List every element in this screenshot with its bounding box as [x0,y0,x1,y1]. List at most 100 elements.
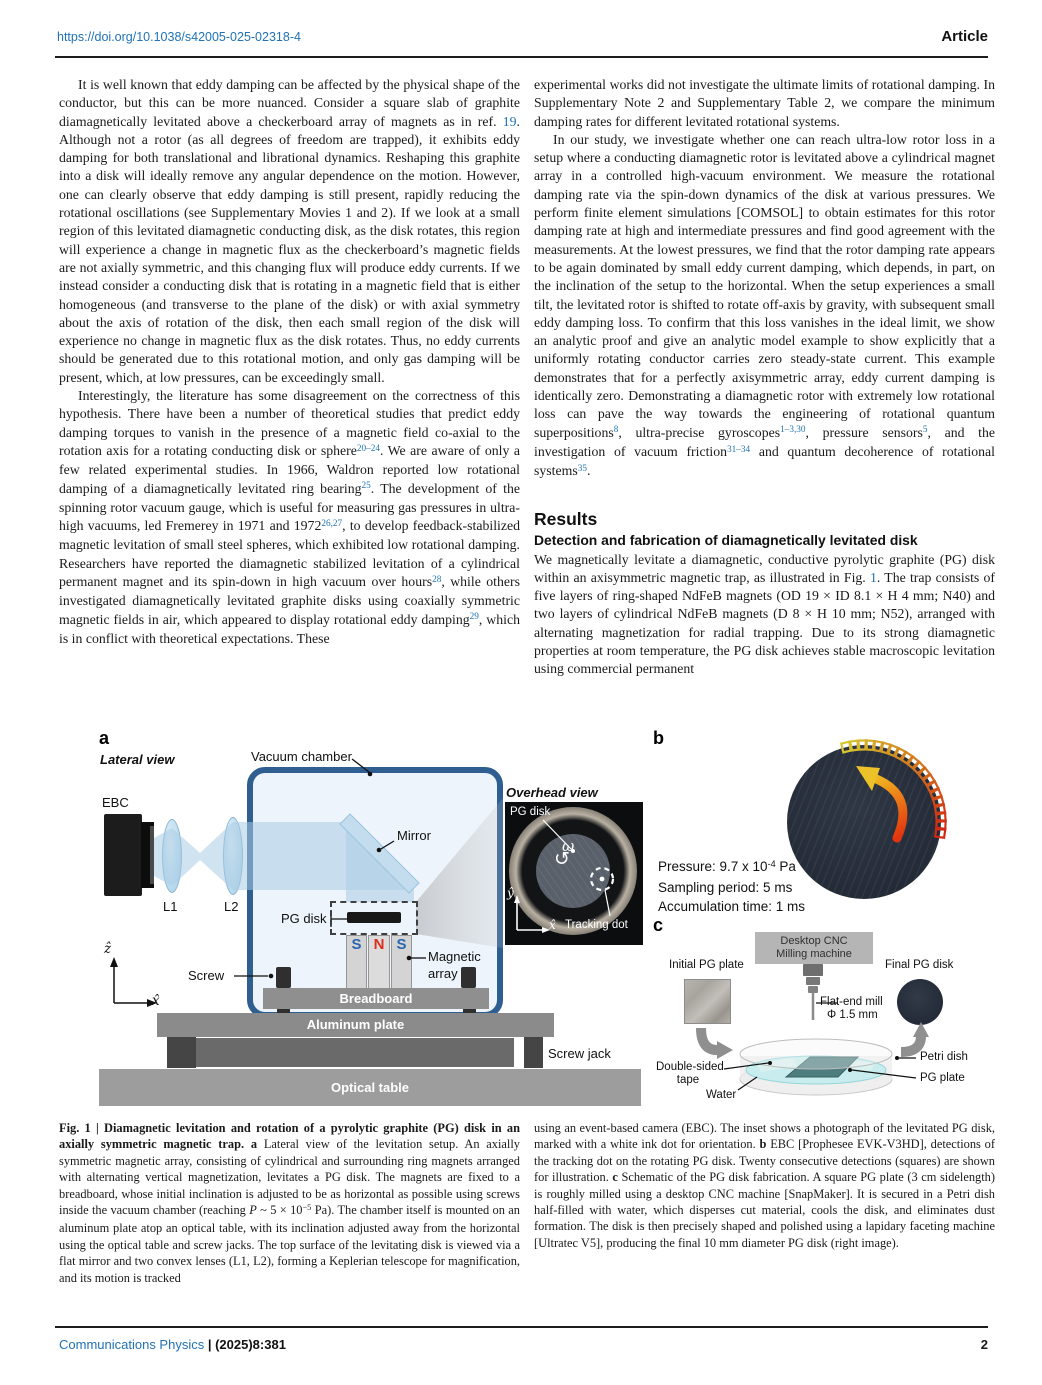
text-segment: . [586,463,591,479]
double-sided-tape-label-1: Double-sided [656,1061,724,1073]
inset-x-axis-label: x̂ [549,918,556,932]
lateral-view-title: Lateral view [100,752,175,767]
tracking-dot-label: Tracking dot [565,919,628,931]
accumulation-time-value: Accumulation time: 1 ms [658,899,806,914]
text-segment: Schematic of the PG disk fabrication. A … [534,1170,995,1250]
detection-square [925,779,941,795]
doi-link[interactable]: https://doi.org/10.1038/s42005-025-02318… [57,30,301,44]
reference-link[interactable]: 31–34 [727,443,751,454]
magnetic-array-label-1: Magnetic [428,949,481,964]
detection-square [931,794,946,809]
detection-square [848,739,861,752]
text-segment: experimental works did not investigate t… [534,77,995,129]
petri-dish-shape [739,1038,893,1096]
reference-link[interactable]: 26,27 [321,517,343,528]
text-segment: , while others investigated diamagnetica… [59,574,521,627]
reference-link[interactable]: 20–24 [356,442,380,453]
mirror-label: Mirror [397,828,431,843]
panel-a-axes [110,957,157,1007]
inset-overlay [514,819,615,933]
header-rule [55,56,988,58]
reference-link[interactable]: 1–3,30 [780,424,806,435]
initial-pg-plate-photo [684,979,731,1024]
screw-jack-label: Screw jack [548,1046,611,1061]
text-segment: . Although not a rotor (as all degrees o… [59,113,520,385]
pg-disk-dashed-box [330,901,418,935]
detection-square [935,819,947,831]
magnet-label-n: N [373,936,385,953]
pg-disk-label: PG disk [281,911,327,926]
reference-link[interactable]: 1 [869,569,877,585]
detection-square [839,740,854,754]
text-segment: , pressure sensors [805,424,923,440]
figure-caption-left: Fig. 1 | Diamagnetic levitation and rota… [59,1120,520,1286]
cnc-label-line2: Milling machine [776,948,852,960]
breadboard-label: Breadboard [339,991,413,1006]
pg-disk-bar [347,912,401,923]
text-segment: In our study, we investigate whether one… [534,131,995,440]
tape-strip-left [757,1058,797,1072]
ebc-camera-lens-front [150,826,154,884]
journal-link[interactable]: Communications Physics [59,1337,205,1352]
detection-square [864,739,877,752]
paragraph: We magnetically levitate a diamagnetic, … [534,551,995,679]
results-heading: Results [534,508,598,529]
footer-rule [55,1326,988,1328]
screw-label: Screw [188,968,225,983]
text-segment: Pressure: 9.7 x 10 [658,859,768,874]
final-pg-disk-photo [897,979,943,1025]
double-sided-tape-label-2: tape [676,1074,700,1086]
ebc-camera-body [104,814,142,896]
mill-diameter-label: Φ 1.5 mm [827,1009,878,1021]
results-subheading: Detection and fabrication of diamagnetic… [534,531,918,548]
levitated-disk [536,834,610,908]
paragraph: It is well known that eddy damping can b… [59,76,520,387]
page-number: 2 [980,1337,988,1352]
text-segment: , and the investigation of vacuum fricti… [534,424,995,459]
detection-square [898,750,915,766]
tracking-dot [599,876,605,882]
detection-square [871,739,885,753]
screw-jack-right [524,1037,543,1068]
reference-link[interactable]: 28 [432,573,442,584]
paragraph: Interestingly, the literature has some d… [59,387,520,648]
text-segment: . We are aware of only a few related exp… [59,442,520,496]
inset-axes [514,895,550,933]
final-pg-disk-label: Final PG disk [885,959,954,971]
gray-projection-beam [416,798,503,948]
breadboard-shape: Breadboard [263,988,489,1009]
mirror-shape [339,813,420,894]
detection-square [856,739,868,751]
text-segment: Pa [775,859,796,874]
reference-link[interactable]: 29 [469,611,479,622]
figure-caption-right: using an event-based camera (EBC). The i… [534,1120,995,1251]
footer-citation: Communications Physics | (2025)8:381 [59,1337,286,1352]
detection-square [933,802,947,816]
process-arrows [696,1027,926,1057]
text-segment: a [250,1137,258,1152]
ebc-label: EBC [102,795,129,810]
mid-plate-shape [196,1038,514,1067]
reference-link[interactable]: 8 [613,424,619,435]
panel-b-letter: b [653,728,664,748]
magnet-label-s: S [351,936,362,953]
text-segment: ~ 5 × 10 [256,1203,303,1218]
detection-square [910,760,927,776]
reference-link[interactable]: 35 [577,463,587,474]
right-column: experimental works did not investigate t… [534,76,995,679]
rotation-arrow-head [856,766,880,791]
panel-a-letter: a [99,728,110,748]
reference-link[interactable]: 19 [502,113,517,129]
text-segment: . The trap consists of five layers of ri… [534,569,995,677]
tracking-dot-circle [589,866,615,892]
paragraph: experimental works did not investigate t… [534,76,995,131]
article-label: Article [941,28,988,45]
vacuum-chamber-label: Vacuum chamber [251,749,352,764]
inset-y-axis-label: ŷ [507,886,514,900]
panel-c-letter: c [653,915,664,935]
reference-link[interactable]: 25 [361,480,371,491]
disk-streaks [536,834,610,908]
text-segment: −5 [302,1203,312,1213]
detection-square [892,746,908,762]
reference-link[interactable]: 5 [922,424,928,435]
